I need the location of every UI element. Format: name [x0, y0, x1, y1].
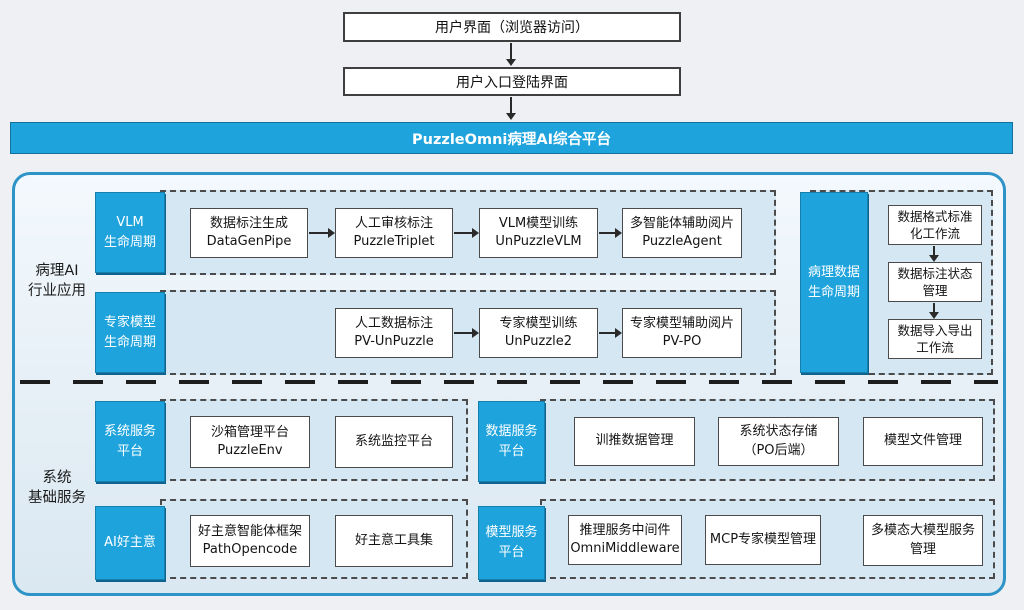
lane-label-line: 生命周期 — [807, 284, 860, 300]
lane-label-line: 平台 — [116, 443, 143, 459]
node-label: 用户入口登陆界面 — [456, 74, 568, 91]
section-divider — [20, 380, 998, 384]
lane-label-line: 生命周期 — [103, 234, 156, 250]
node-state-store: 系统状态存储 （PO后端） — [718, 417, 839, 466]
node-sublabel: PathOpencode — [202, 542, 298, 557]
node-sublabel: PV-UnPuzzle — [354, 334, 434, 349]
node-label: 数据标注生成 — [209, 215, 288, 231]
arrow-right-icon — [454, 328, 479, 338]
lane-label-line: 病理数据 — [807, 264, 860, 280]
node-pv-unpuzzle: 人工数据标注 PV-UnPuzzle — [335, 308, 453, 358]
lane-label-line: 平台 — [498, 545, 525, 560]
lane-label-line: 生命周期 — [103, 334, 156, 350]
node-sublabel: PuzzleAgent — [642, 234, 722, 249]
node-label: 系统监控平台 — [354, 433, 433, 449]
node-label: 好主意工具集 — [354, 532, 433, 548]
node-sublabel: PuzzleEnv — [217, 443, 283, 458]
section-label-system: 系统 基础服务 — [20, 468, 94, 508]
node-label: 工作流 — [916, 340, 954, 355]
lane-sys-service: 系统服务 平台 — [95, 401, 165, 482]
section-label-line: 行业应用 — [28, 283, 86, 299]
arrow-right-icon — [599, 328, 622, 338]
lane-label-line: VLM — [116, 214, 144, 230]
node-label: 多模态大模型服务 — [870, 523, 975, 538]
node-label: VLM模型训练 — [498, 215, 579, 231]
node-sublabel: PuzzleTriplet — [353, 234, 435, 249]
lane-data-lifecycle: 病理数据 生命周期 — [800, 192, 868, 373]
node-sublabel: DataGenPipe — [206, 234, 292, 249]
node-sublabel: UnPuzzle2 — [504, 334, 573, 349]
node-sublabel: PV-PO — [662, 334, 702, 349]
lane-label-line: 模型服务 — [485, 525, 538, 540]
node-model-files: 模型文件管理 — [863, 417, 983, 466]
node-annotation-status: 数据标注状态 管理 — [888, 262, 982, 302]
arrow-right-icon — [309, 228, 335, 238]
lane-ai-idea: AI好主意 — [95, 506, 165, 580]
node-import-export: 数据导入导出 工作流 — [888, 319, 982, 359]
arrow-down-icon — [506, 97, 516, 120]
node-label: 用户界面（浏览器访问） — [435, 20, 589, 36]
node-label: 数据导入导出 — [897, 323, 973, 338]
node-label: 化工作流 — [909, 226, 960, 241]
lane-label-line: 系统服务 — [103, 423, 156, 439]
node-puzzletriplet: 人工审核标注 PuzzleTriplet — [335, 208, 453, 258]
node-login-screen: 用户入口登陆界面 — [343, 67, 681, 96]
lane-label-line: 专家模型 — [103, 314, 156, 330]
lane-expert-lifecycle: 专家模型 生命周期 — [95, 292, 165, 373]
node-label: 沙箱管理平台 — [210, 424, 289, 440]
node-user-interface: 用户界面（浏览器访问） — [343, 12, 681, 42]
section-label-line: 病理AI — [35, 263, 79, 279]
node-label: 管理 — [922, 283, 948, 298]
node-multimodal-service: 多模态大模型服务 管理 — [863, 515, 983, 566]
node-monitor: 系统监控平台 — [335, 416, 453, 468]
node-label: 数据标注状态 — [897, 266, 973, 281]
node-label: 多智能体辅助阅片 — [629, 215, 734, 231]
node-train-data: 训推数据管理 — [574, 417, 695, 466]
node-label: 模型文件管理 — [883, 433, 962, 449]
node-format-workflow: 数据格式标准 化工作流 — [888, 205, 982, 245]
node-label: 系统状态存储 — [739, 424, 818, 439]
node-puzzleenv: 沙箱管理平台 PuzzleEnv — [190, 416, 310, 468]
node-label: 人工审核标注 — [354, 215, 433, 231]
lane-label-line: AI好主意 — [104, 535, 156, 550]
node-label: 人工数据标注 — [354, 315, 433, 331]
lane-label-line: 数据服务 — [485, 423, 538, 439]
node-label: 推理服务中间件 — [579, 522, 671, 538]
node-label: 数据格式标准 — [897, 209, 973, 224]
node-label: 训推数据管理 — [595, 433, 674, 449]
node-pv-po: 专家模型辅助阅片 PV-PO — [622, 308, 742, 358]
lane-label-line: 平台 — [498, 443, 525, 459]
node-label: MCP专家模型管理 — [709, 531, 817, 547]
arrow-down-icon — [506, 43, 516, 66]
node-label: 管理 — [909, 541, 936, 557]
lane-data-service: 数据服务 平台 — [478, 401, 545, 482]
node-mcp-management: MCP专家模型管理 — [705, 515, 821, 565]
node-toolset: 好主意工具集 — [335, 515, 453, 567]
lane-vlm-lifecycle: VLM 生命周期 — [95, 192, 165, 273]
arrow-down-icon — [929, 303, 939, 319]
node-sublabel: OmniMiddleware — [570, 541, 680, 556]
node-puzzleagent: 多智能体辅助阅片 PuzzleAgent — [622, 208, 742, 258]
lane-model-service: 模型服务 平台 — [478, 506, 545, 580]
node-sublabel: UnPuzzleVLM — [495, 234, 582, 249]
section-label-line: 基础服务 — [28, 490, 86, 506]
arrow-right-icon — [599, 228, 622, 238]
platform-banner: PuzzleOmni病理AI综合平台 — [10, 122, 1013, 154]
node-label: 专家模型辅助阅片 — [629, 315, 734, 331]
node-unpuzzlevlm: VLM模型训练 UnPuzzleVLM — [479, 208, 598, 258]
node-label: （PO后端） — [743, 442, 814, 458]
node-label: 好主意智能体框架 — [197, 523, 302, 539]
section-label-industry: 病理AI 行业应用 — [20, 261, 94, 301]
node-omnimiddleware: 推理服务中间件 OmniMiddleware — [568, 515, 682, 565]
arrow-down-icon — [929, 246, 939, 262]
section-label-line: 系统 — [42, 470, 72, 486]
node-unpuzzle2: 专家模型训练 UnPuzzle2 — [479, 308, 598, 358]
platform-banner-label: PuzzleOmni病理AI综合平台 — [412, 131, 611, 148]
node-label: 专家模型训练 — [499, 315, 578, 331]
node-datagenpipe: 数据标注生成 DataGenPipe — [190, 208, 308, 258]
arrow-right-icon — [454, 228, 479, 238]
node-pathopencode: 好主意智能体框架 PathOpencode — [190, 515, 310, 567]
